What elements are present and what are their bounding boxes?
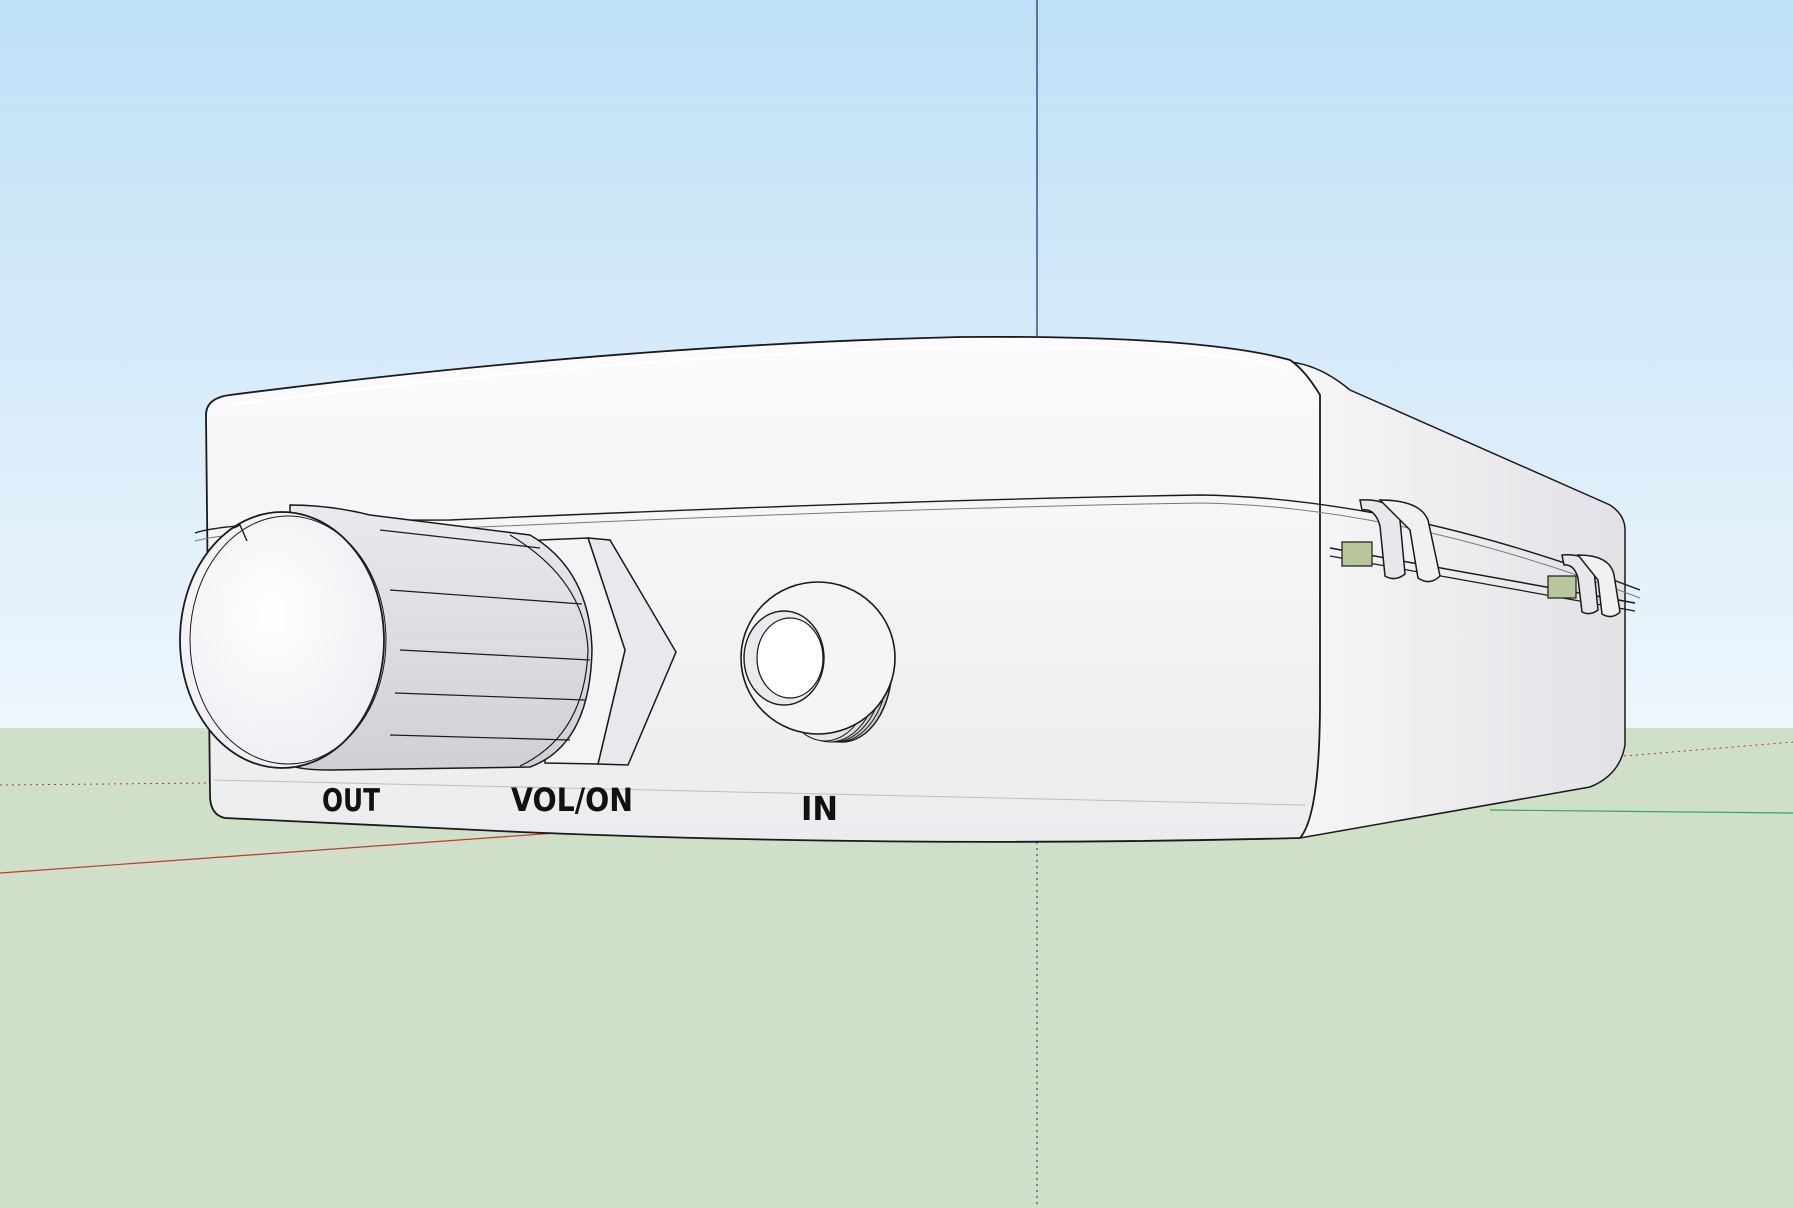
knob-indicator <box>233 524 248 542</box>
red-axis-dotted <box>0 782 211 786</box>
volume-knob-icon[interactable] <box>179 504 677 771</box>
label-vol-on: VOL/ON <box>511 781 633 819</box>
label-out: OUT <box>322 783 380 819</box>
hinge-clip-icon <box>1341 499 1441 583</box>
green-axis <box>1489 809 1793 814</box>
label-in: IN <box>801 789 838 828</box>
lid-top-edge <box>229 345 1286 406</box>
enclosure-bottom-edge <box>213 779 1306 806</box>
knob-face <box>179 511 385 769</box>
input-jack-icon[interactable] <box>740 581 896 743</box>
red-axis <box>0 831 571 874</box>
green-axis-dotted <box>1611 741 1793 758</box>
enclosure[interactable]: OUT VOL/ON IN <box>179 335 1641 843</box>
hinge-clip-icon <box>1547 554 1621 618</box>
enclosure-right-side <box>1289 361 1626 839</box>
